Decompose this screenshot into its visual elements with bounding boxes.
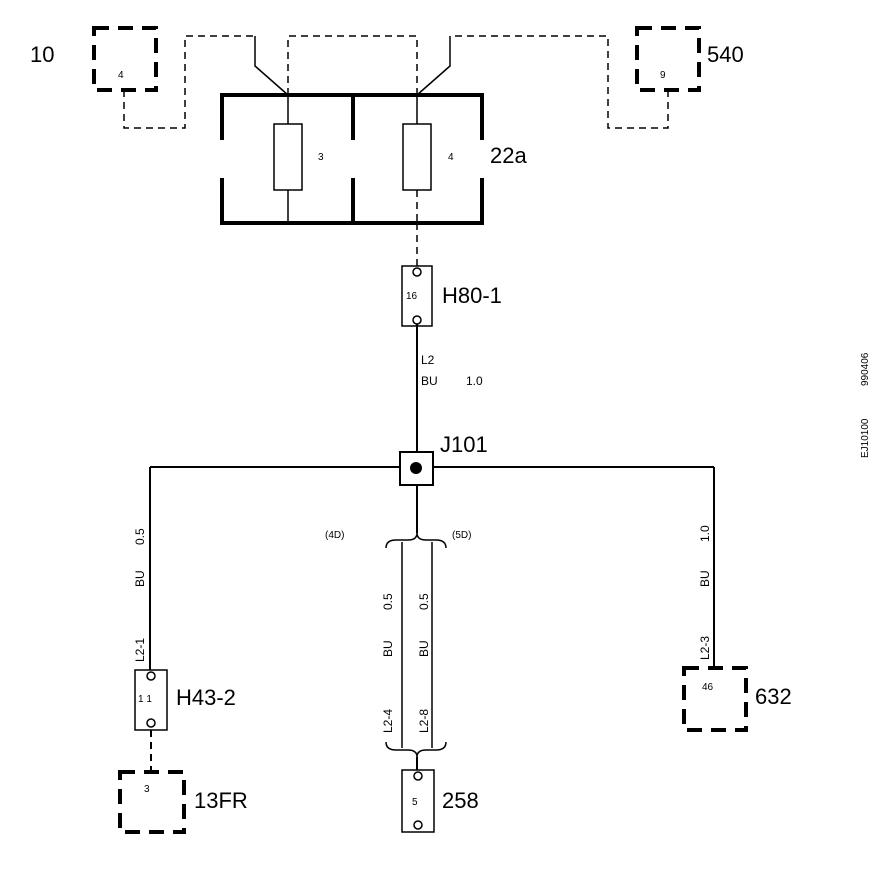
connector-258: 5 258 — [401, 769, 479, 833]
brace-top — [385, 532, 447, 549]
connector-632-label: 632 — [755, 684, 792, 709]
connector-10: 4 10 — [30, 26, 158, 92]
wire-fuse-bridge — [287, 35, 418, 95]
fusebox-label: 22a — [490, 143, 527, 168]
connector-h43-2: 1 1 H43-2 — [134, 669, 236, 731]
h80-pin: 16 — [406, 291, 418, 302]
wire-main-size: 1.0 — [466, 374, 483, 388]
connector-258-label: 258 — [442, 788, 479, 813]
connector-13fr-pin: 3 — [144, 784, 150, 795]
connector-540-pin: 9 — [660, 70, 666, 81]
wire-mid-right-circuit: L2-8 — [417, 709, 431, 733]
j101-label: J101 — [440, 432, 488, 457]
wire-right-color: BU — [698, 570, 712, 587]
wire-mid-left-color: BU — [381, 640, 395, 657]
variant-4d: (4D) — [325, 530, 344, 541]
connector-h80-1: 16 H80-1 — [401, 265, 502, 327]
side-code-1: 990406 — [860, 352, 871, 386]
wire-mid-right-size: 0.5 — [417, 593, 431, 610]
variant-5d: (5D) — [452, 530, 471, 541]
wire-left-color: BU — [133, 570, 147, 587]
h43-label: H43-2 — [176, 685, 236, 710]
wire-left-circuit: L2-1 — [133, 638, 147, 662]
wire-mid-right-color: BU — [417, 640, 431, 657]
wire-left-size: 0.5 — [133, 528, 147, 545]
connector-632-pin: 46 — [702, 682, 714, 693]
wire-mid-left-size: 0.5 — [381, 593, 395, 610]
connector-13fr-label: 13FR — [194, 788, 248, 813]
wire-mid-left-circuit: L2-4 — [381, 709, 395, 733]
side-code-2: EJ10100 — [860, 418, 871, 458]
connector-258-pin: 5 — [412, 797, 418, 808]
splice-j101: J101 — [150, 432, 714, 486]
connector-540-label: 540 — [707, 42, 744, 67]
connector-10-pin: 4 — [118, 70, 124, 81]
h80-label: H80-1 — [442, 283, 502, 308]
connector-632: 46 632 — [682, 666, 792, 732]
fuse-right-number: 4 — [448, 152, 454, 163]
fusebox-22a: 3 4 22a — [219, 93, 527, 225]
wire-feed-left — [254, 36, 289, 96]
wire-540-lead — [450, 35, 669, 129]
connector-10-label: 10 — [30, 42, 54, 67]
wire-main-circuit: L2 — [421, 353, 435, 367]
wire-10-lead — [123, 35, 255, 129]
connector-540: 9 540 — [635, 26, 744, 92]
brace-bottom — [385, 741, 447, 758]
connector-13fr: 3 13FR — [118, 770, 248, 834]
wire-main-color: BU — [421, 374, 438, 388]
wire-right-size: 1.0 — [698, 525, 712, 542]
wire-feed-right — [416, 36, 451, 96]
wire-right-circuit: L2-3 — [698, 636, 712, 660]
fuse-left-number: 3 — [318, 152, 324, 163]
h43-pin: 1 1 — [138, 694, 152, 705]
